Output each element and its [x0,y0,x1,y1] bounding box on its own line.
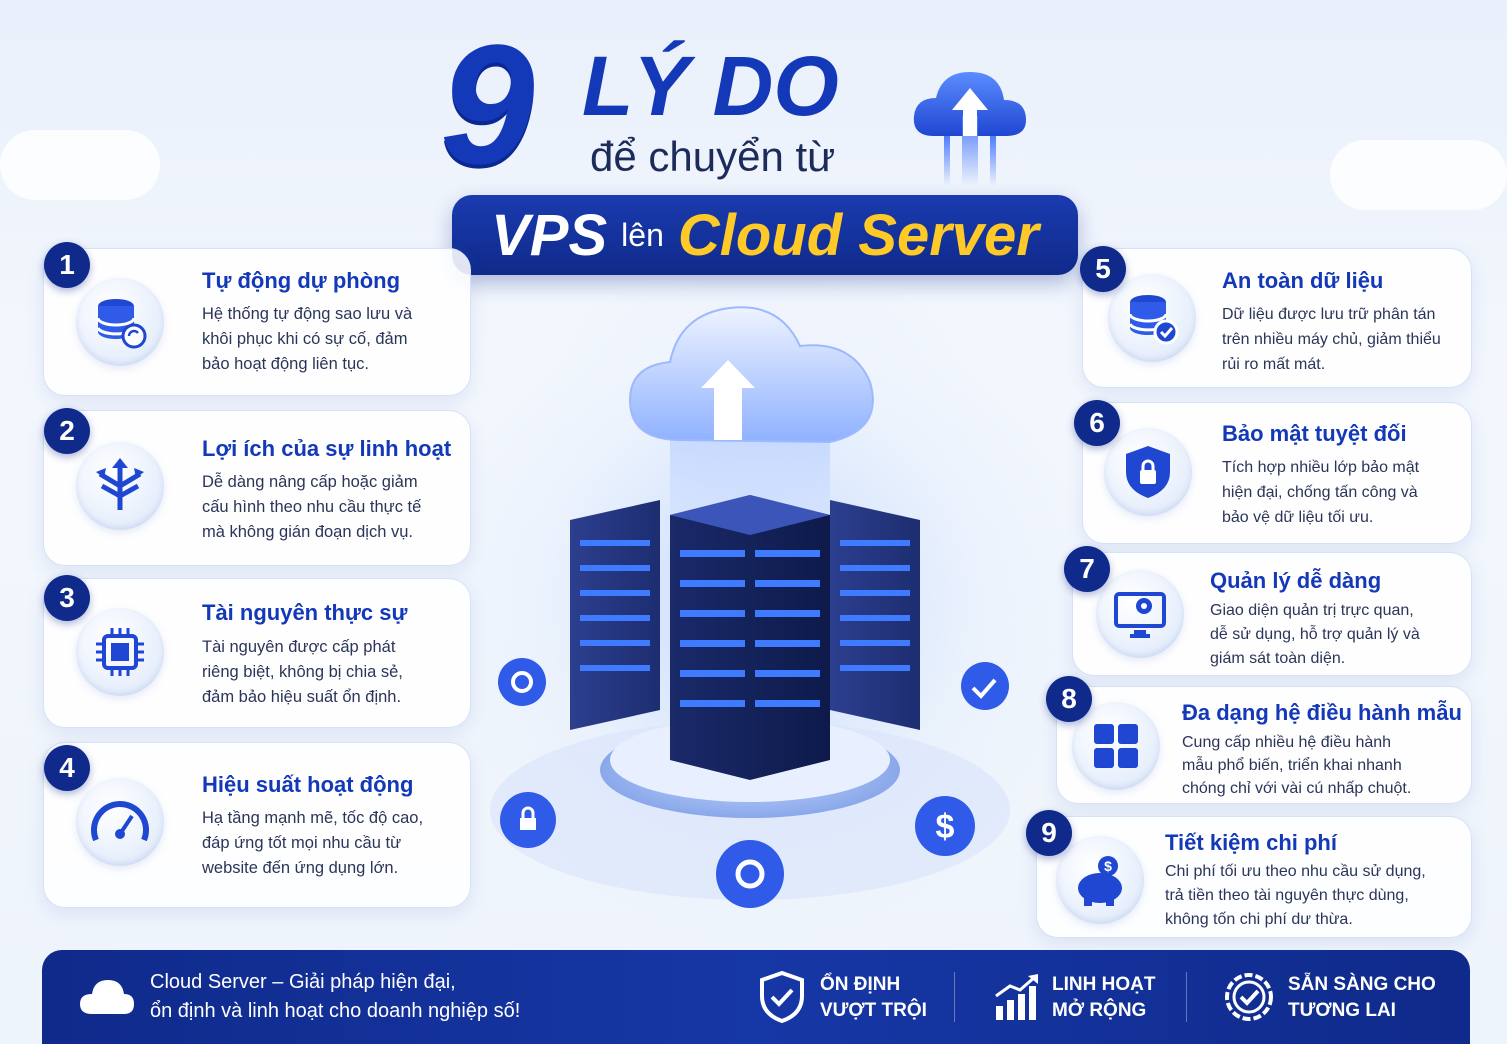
speedometer-icon [76,778,164,866]
badge-check-icon [1225,973,1273,1021]
reason-description: Hạ tầng mạnh mẽ, tốc độ cao,đáp ứng tốt … [202,809,424,877]
svg-text:$: $ [936,808,955,846]
title-from: VPS [491,202,608,268]
reason-number: 8 [1046,676,1092,722]
title-number: 9 [440,10,535,200]
reason-title: Lợi ích của sự linh hoạt [202,436,452,461]
reason-description: Giao diện quản trị trực quan,dễ sử dụng,… [1210,602,1420,667]
reason-title: Đa dạng hệ điều hành mẫu [1182,700,1462,725]
reason-number: 7 [1064,546,1110,592]
background-cloud [0,130,160,200]
reason-number: 6 [1074,400,1120,446]
database-refresh-icon [76,278,164,366]
title-to: Cloud Server [677,202,1039,268]
footer-banner: Cloud Server – Giải pháp hiện đại,ổn địn… [42,950,1470,1044]
piggy-bank-icon: $ [1056,836,1144,924]
arrows-split-icon [76,442,164,530]
background-cloud [1330,140,1507,210]
cloud-upload-icon [913,72,1026,186]
grid-apps-icon [1072,702,1160,790]
reason-number: 4 [44,745,90,791]
reason-title: Tài nguyên thực sự [202,600,408,625]
reason-number: 3 [44,575,90,621]
divider [1186,972,1187,1022]
reason-number: 5 [1080,246,1126,292]
shield-lock-icon [1104,428,1192,516]
cloud-server-illustration: $ [490,306,1010,908]
title-banner: VPS lên Cloud Server [452,195,1078,275]
shield-check-icon [760,970,804,1024]
reason-title: Quản lý dễ dàng [1210,568,1382,593]
title-connector: lên [621,216,664,253]
reason-title: Tự động dự phòng [202,268,401,293]
monitor-gear-icon [1096,570,1184,658]
cpu-chip-icon [76,608,164,696]
growth-chart-icon [995,974,1038,1020]
reason-number: 1 [44,242,90,288]
footer-tagline: Cloud Server – Giải pháp hiện đại,ổn địn… [150,971,521,1022]
cloud-icon [80,980,134,1014]
title-text: LÝ DO [582,39,839,133]
reason-number: 9 [1026,810,1072,856]
svg-text:$: $ [1104,858,1112,874]
title-subtitle: để chuyển từ [590,133,836,180]
divider [954,972,955,1022]
database-check-icon [1108,274,1196,362]
reason-number: 2 [44,408,90,454]
reason-title: Hiệu suất hoạt động [202,772,414,797]
reason-title: Bảo mật tuyệt đối [1222,421,1407,446]
reason-description: Chi phí tối ưu theo nhu cầu sử dụng,trả … [1165,863,1426,928]
reason-title: Tiết kiệm chi phí [1165,830,1337,855]
reason-title: An toàn dữ liệu [1222,268,1384,293]
